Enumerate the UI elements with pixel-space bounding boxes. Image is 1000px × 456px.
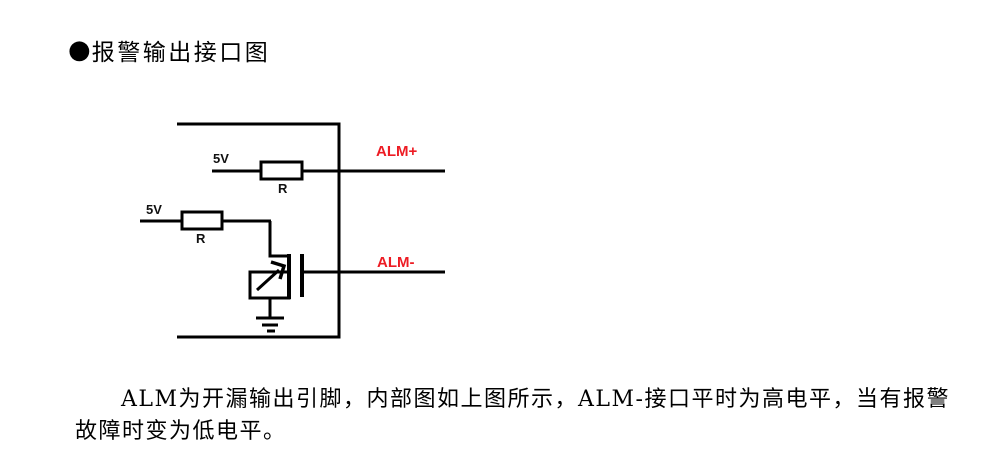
mosfet-icon [248,270,291,300]
section-title: ● 报警输出接口图 [68,33,270,67]
filled-circle-bullet-icon: ● [68,35,91,65]
alm-minus-label: ALM- [377,254,415,271]
resistor-label-bottom: R [196,231,206,246]
description-paragraph: ALM为开漏输出引脚，内部图如上图所示，ALM-接口平时为高电平，当有报警 故障… [75,384,955,448]
mosfet-arrowhead [270,260,287,280]
section-title-text: 报警输出接口图 [91,40,271,66]
enclosure-outline [177,122,341,339]
alm-plus-label: ALM+ [376,143,418,160]
supply-label-top: 5V [213,151,229,166]
description-line-1: ALM为开漏输出引脚，内部图如上图所示，ALM-接口平时为高电平，当有报警 [121,387,950,412]
description-line-2: 故障时变为低电平。 [75,419,287,444]
supply-label-bottom: 5V [146,202,162,217]
drain-connection-wire [268,221,288,258]
resistor-label-top: R [278,181,288,196]
mosfet-arrow-shaft [255,268,281,292]
resistor-icon [180,210,224,231]
resistor-icon [259,160,304,181]
